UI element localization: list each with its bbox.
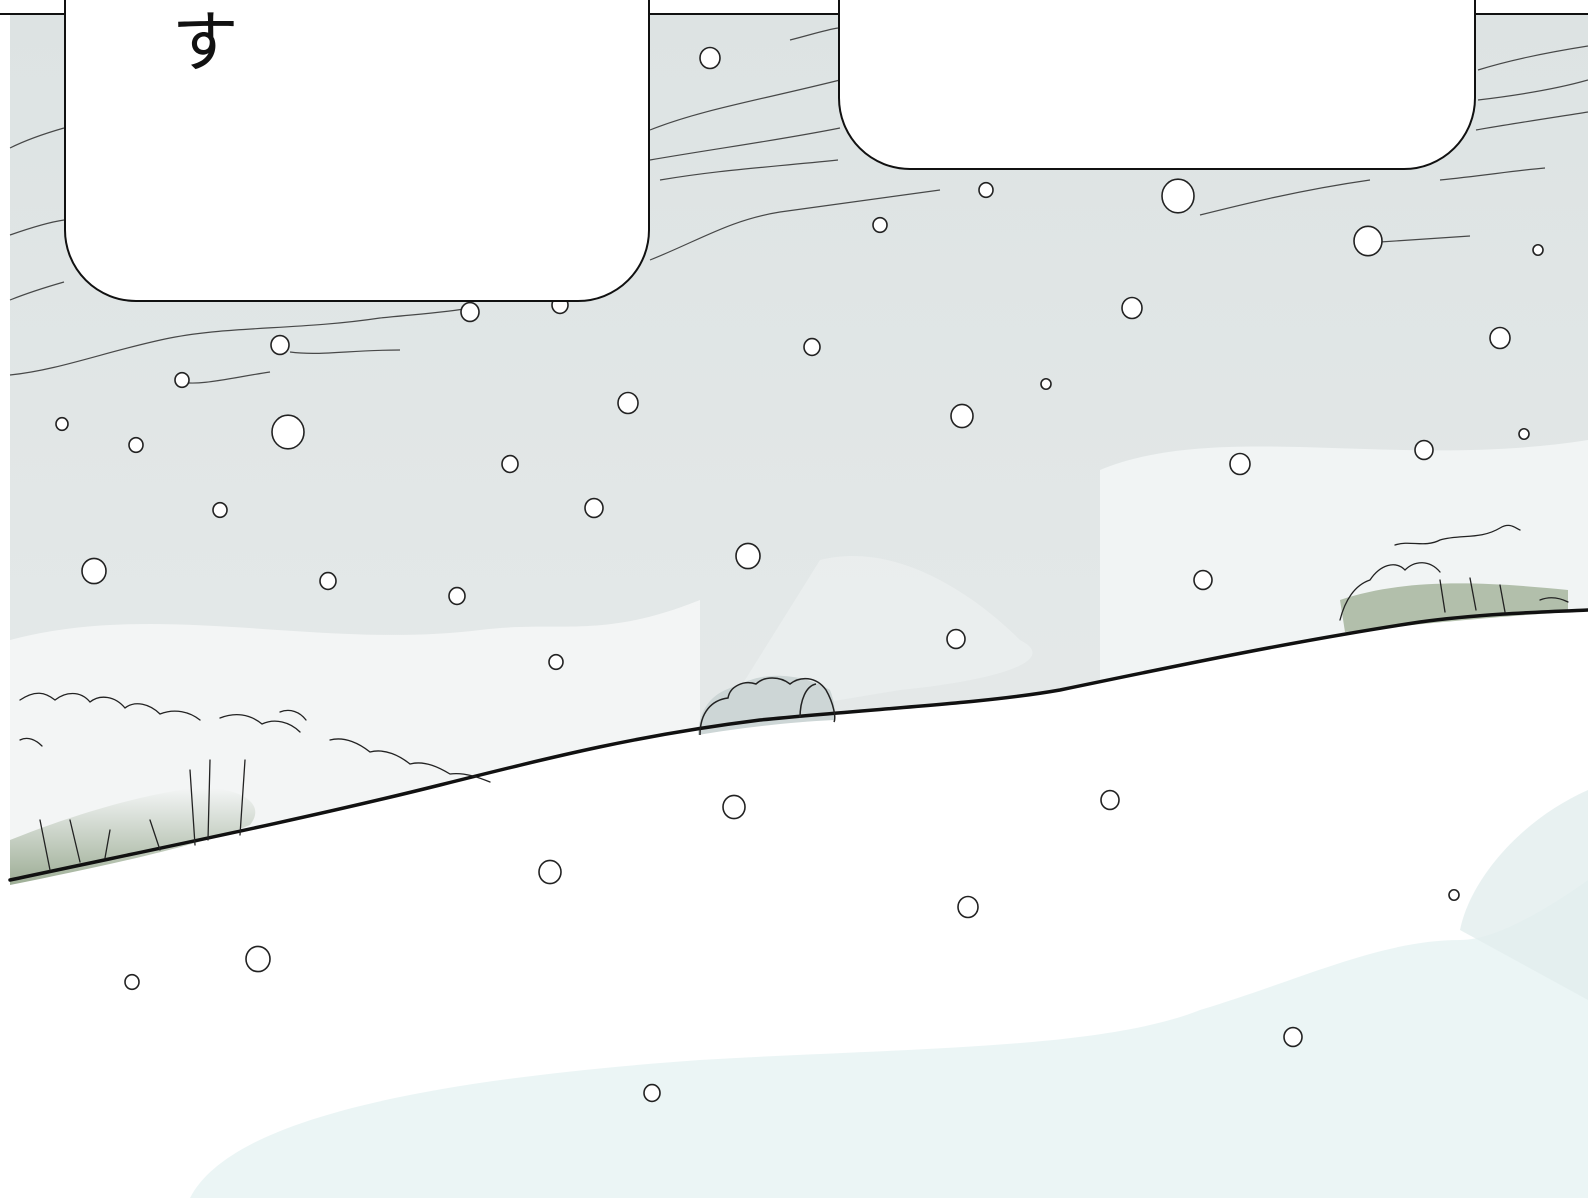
snowflake [1414, 439, 1434, 461]
snowflake [699, 46, 721, 70]
snowflake [803, 337, 821, 357]
cloud-streaks [9, 27, 1588, 384]
snowflake [1532, 243, 1544, 257]
snowflake [946, 628, 966, 650]
snowflake [643, 1083, 661, 1103]
speech-bubble-left: ます [64, 0, 650, 302]
snowflake [460, 301, 480, 323]
snowflake [1100, 789, 1120, 811]
snowflake [978, 181, 994, 199]
snowflake [950, 403, 974, 429]
snowflake [1040, 377, 1052, 391]
snowflake [128, 436, 144, 454]
bush-center [699, 677, 836, 736]
snowflake [617, 391, 639, 415]
snowflake [212, 501, 228, 519]
snowflake [1489, 326, 1511, 350]
snowflake [81, 557, 107, 585]
snowflake [270, 334, 290, 356]
snow-shadow-right [1460, 790, 1588, 1000]
trees-left [19, 692, 491, 871]
snowflake [957, 895, 979, 919]
snowflake [55, 416, 69, 432]
snowflake [584, 497, 604, 519]
snowflake [1193, 569, 1213, 591]
snowflake [548, 653, 564, 671]
snow-shadow-bottom [190, 880, 1588, 1198]
snowflake [1448, 888, 1460, 902]
snowflake [245, 945, 271, 973]
snowflake [501, 454, 519, 474]
foliage-left [10, 788, 256, 885]
speech-bubble-right: て は [838, 0, 1476, 170]
snowflake [174, 371, 190, 389]
snowflake [1121, 296, 1143, 320]
foliage-right [1340, 583, 1568, 632]
snowflake [124, 973, 140, 991]
snowflake [1518, 427, 1530, 441]
trees-right [1339, 524, 1569, 621]
snowflake [271, 414, 305, 450]
snowflake [872, 216, 888, 234]
snowflake [735, 542, 761, 570]
snowflakes [55, 46, 1544, 1103]
snowflake [1353, 225, 1383, 257]
speech-text-left: ます [159, 0, 238, 76]
snowflake [1161, 178, 1195, 214]
snowflake [722, 794, 746, 820]
snowflake [1283, 1026, 1303, 1048]
horizon-line [8, 608, 1588, 882]
snowflake [448, 586, 466, 606]
snowflake [1229, 452, 1251, 476]
bush-center-fill [698, 675, 836, 735]
snowflake [538, 859, 562, 885]
snowflake [319, 571, 337, 591]
